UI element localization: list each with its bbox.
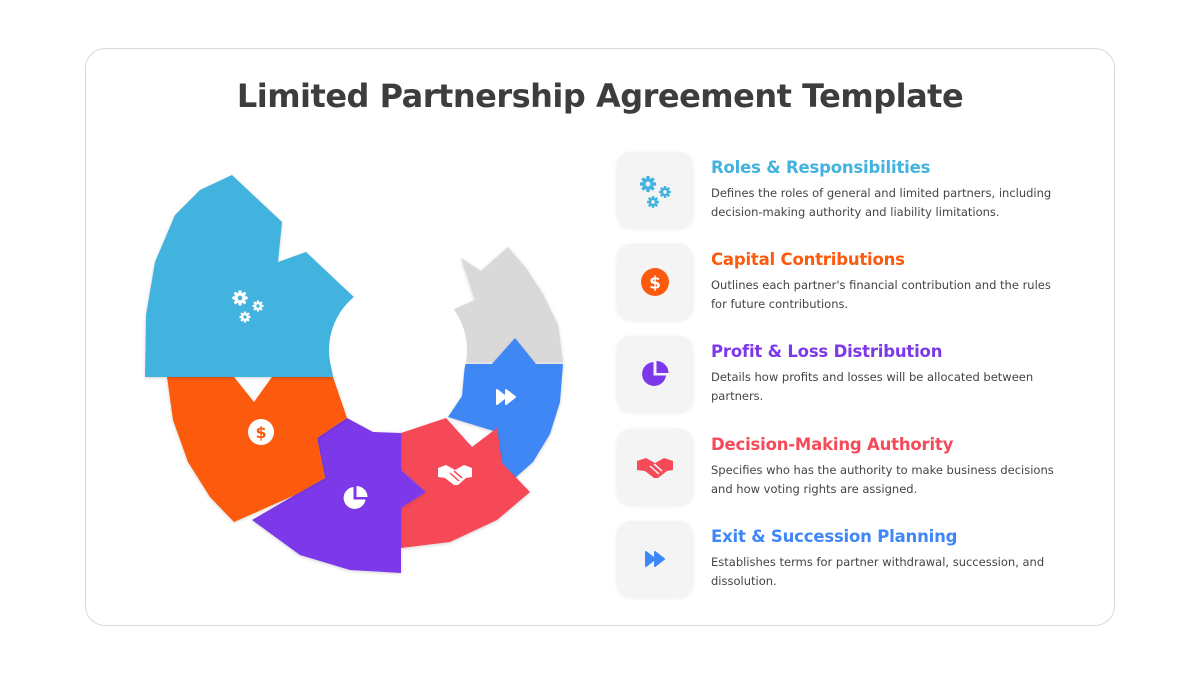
segment-roles — [145, 175, 357, 377]
pie-chart-icon — [642, 361, 669, 386]
icon-box-capital: $ — [617, 244, 693, 320]
segment-gray — [448, 247, 563, 362]
dollar-coin-icon: $ — [248, 419, 274, 445]
pie-chart-icon — [343, 486, 368, 509]
item-description: Establishes terms for partner withdrawal… — [711, 555, 1045, 588]
icon-box-decision — [617, 429, 693, 505]
segment-exit — [448, 338, 563, 478]
center-circle — [329, 281, 467, 419]
item-description: Details how profits and losses will be a… — [711, 370, 1034, 403]
segment-profit — [252, 418, 426, 573]
page-title: Limited Partnership Agreement Template — [236, 77, 964, 115]
icon-box-exit — [617, 521, 693, 597]
icon-box-roles — [617, 152, 693, 228]
dollar-coin-icon: $ — [641, 268, 669, 296]
svg-text:$: $ — [255, 423, 266, 442]
segment-capital — [167, 377, 347, 522]
list-item-decision: Decision-Making Authority Specifies who … — [617, 429, 1087, 505]
item-title: Decision-Making Authority — [711, 435, 954, 454]
svg-text:$: $ — [649, 274, 661, 294]
item-title: Roles & Responsibilities — [711, 158, 931, 177]
fast-forward-icon — [645, 551, 665, 567]
gears-icon — [232, 290, 264, 323]
fast-forward-icon — [496, 389, 516, 405]
handshake-icon — [637, 458, 673, 478]
handshake-icon — [438, 465, 472, 485]
gears-icon — [639, 175, 671, 208]
list-item-exit: Exit & Succession Planning Establishes t… — [617, 521, 1087, 597]
list-item-profit: Profit & Loss Distribution Details how p… — [617, 336, 1087, 412]
item-title: Exit & Succession Planning — [711, 527, 958, 546]
segment-decision — [401, 418, 530, 548]
list-item-roles: Roles & Responsibilities Defines the rol… — [617, 152, 1087, 228]
icon-box-profit — [617, 336, 693, 412]
item-description: Specifies who has the authority to make … — [711, 463, 1054, 496]
item-title: Profit & Loss Distribution — [711, 342, 943, 361]
item-description: Outlines each partner's financial contri… — [711, 278, 1051, 311]
item-description: Defines the roles of general and limited… — [711, 186, 1052, 219]
list-item-capital: $ Capital Contributions Outlines each pa… — [617, 244, 1087, 320]
item-title: Capital Contributions — [711, 250, 905, 269]
